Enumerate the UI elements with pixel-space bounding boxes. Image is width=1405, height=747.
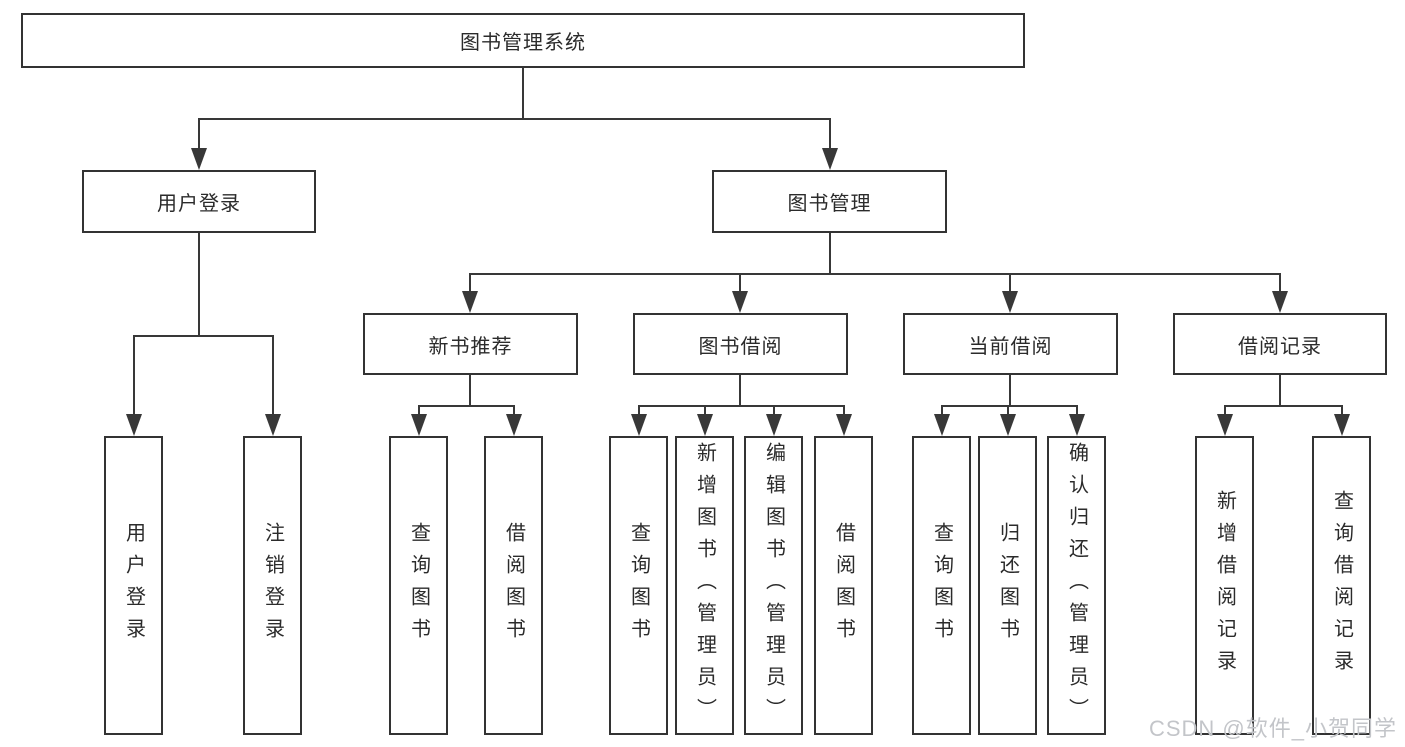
arrow-down-icon (462, 291, 478, 313)
arrow-down-icon (1334, 414, 1350, 436)
node-library-management-system: 图书管理系统 (21, 13, 1025, 68)
leaf-user-login: 用户登录 (104, 436, 163, 735)
arrow-down-icon (836, 414, 852, 436)
arrow-down-icon (411, 414, 427, 436)
leaf-return-books: 归还图书 (978, 436, 1037, 735)
node-borrowing-records: 借阅记录 (1173, 313, 1387, 375)
leaf-edit-book-admin: 编辑图书（管理员） (744, 436, 803, 735)
node-book-borrowing: 图书借阅 (633, 313, 848, 375)
node-current-borrowing: 当前借阅 (903, 313, 1118, 375)
leaf-query-books-current: 查询图书 (912, 436, 971, 735)
leaf-confirm-return-admin: 确认归还（管理员） (1047, 436, 1106, 735)
connector-line (829, 233, 831, 275)
node-label: 新书推荐 (428, 335, 513, 358)
leaf-borrow-books-recommend: 借阅图书 (484, 436, 543, 735)
node-label: 借阅图书 (832, 521, 855, 650)
leaf-add-book-admin: 新增图书（管理员） (675, 436, 734, 735)
connector-line (198, 118, 200, 152)
connector-line (272, 335, 274, 418)
connector-line (1224, 405, 1343, 407)
leaf-add-borrow-record: 新增借阅记录 (1195, 436, 1254, 735)
connector-line (773, 405, 775, 418)
node-user-login: 用户登录 (82, 170, 316, 233)
node-label: 用户登录 (122, 521, 145, 650)
connector-line (1007, 405, 1009, 418)
connector-line (469, 273, 1281, 275)
node-label: 确认归还（管理员） (1065, 441, 1088, 730)
connector-line (638, 405, 640, 418)
node-label: 查询借阅记录 (1330, 489, 1353, 682)
arrow-down-icon (1217, 414, 1233, 436)
node-label: 查询图书 (407, 521, 430, 650)
connector-line (941, 405, 943, 418)
node-label: 归还图书 (996, 521, 1019, 650)
connector-line (1076, 405, 1078, 418)
arrow-down-icon (631, 414, 647, 436)
connector-line (1224, 405, 1226, 418)
leaf-borrow-books: 借阅图书 (814, 436, 873, 735)
leaf-logout: 注销登录 (243, 436, 302, 735)
connector-line (1341, 405, 1343, 418)
arrow-down-icon (934, 414, 950, 436)
connector-line (133, 335, 135, 418)
connector-line (1279, 273, 1281, 295)
node-label: 新增借阅记录 (1213, 489, 1236, 682)
arrow-down-icon (697, 414, 713, 436)
connector-line (522, 68, 524, 120)
node-label: 用户登录 (157, 193, 241, 215)
watermark: CSDN @软件_小贺同学 (1148, 716, 1397, 741)
node-label: 当前借阅 (968, 335, 1053, 358)
connector-line (418, 405, 515, 407)
connector-line (704, 405, 706, 418)
arrow-down-icon (265, 414, 281, 436)
arrow-down-icon (1069, 414, 1085, 436)
node-label: 注销登录 (261, 521, 284, 650)
connector-line (941, 405, 1078, 407)
connector-line (198, 233, 200, 337)
node-label: 图书管理系统 (460, 32, 586, 54)
leaf-query-books-borrow: 查询图书 (609, 436, 668, 735)
node-label: 查询图书 (930, 521, 953, 650)
node-label: 编辑图书（管理员） (762, 441, 785, 730)
leaf-query-borrow-record: 查询借阅记录 (1312, 436, 1371, 735)
connector-line (469, 273, 471, 295)
connector-line (739, 375, 741, 407)
connector-line (829, 118, 831, 152)
arrow-down-icon (1002, 291, 1018, 313)
connector-line (513, 405, 515, 418)
leaf-query-books-recommend: 查询图书 (389, 436, 448, 735)
arrow-down-icon (191, 148, 207, 170)
connector-line (1009, 273, 1011, 295)
connector-line (198, 118, 831, 120)
connector-line (739, 273, 741, 295)
connector-line (1279, 375, 1281, 407)
node-book-management: 图书管理 (712, 170, 947, 233)
connector-line (418, 405, 420, 418)
connector-line (843, 405, 845, 418)
arrow-down-icon (126, 414, 142, 436)
arrow-down-icon (822, 148, 838, 170)
connector-line (133, 335, 274, 337)
node-label: 图书管理 (787, 193, 872, 215)
connector-line (638, 405, 845, 407)
node-label: 查询图书 (627, 521, 650, 650)
arrow-down-icon (506, 414, 522, 436)
arrow-down-icon (732, 291, 748, 313)
arrow-down-icon (1000, 414, 1016, 436)
node-new-book-recommendation: 新书推荐 (363, 313, 578, 375)
node-label: 借阅图书 (502, 521, 525, 650)
arrow-down-icon (1272, 291, 1288, 313)
node-label: 借阅记录 (1238, 335, 1322, 358)
node-label: 新增图书（管理员） (693, 441, 716, 730)
arrow-down-icon (766, 414, 782, 436)
connector-line (1009, 375, 1011, 407)
node-label: 图书借阅 (698, 335, 783, 358)
connector-line (469, 375, 471, 407)
